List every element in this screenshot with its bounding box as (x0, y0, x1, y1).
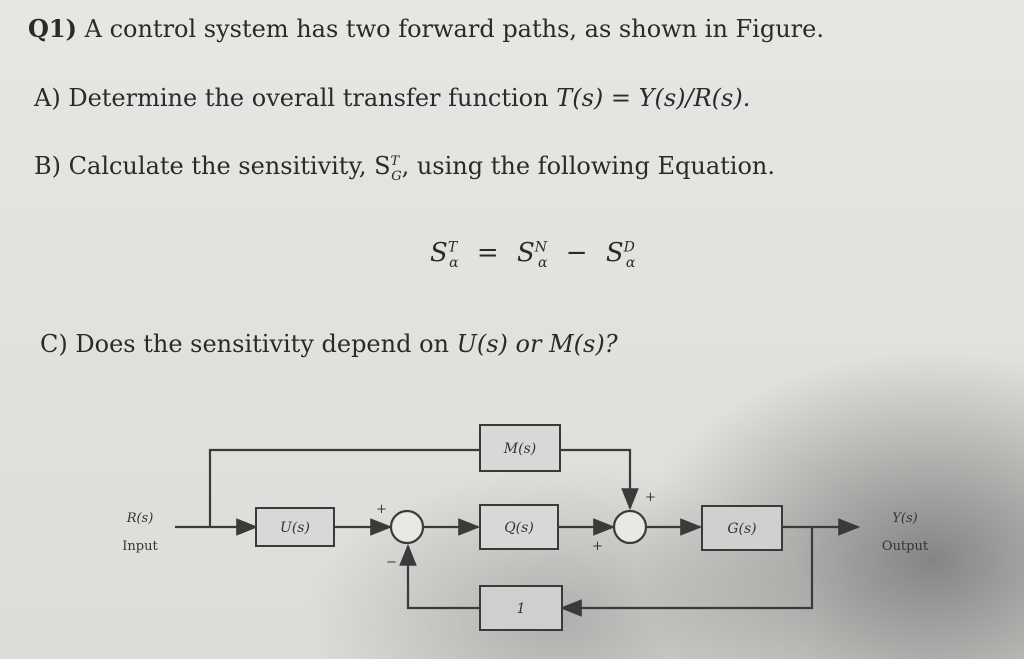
part-b-sub: G (391, 168, 402, 184)
wire-branch-to-m (208, 448, 480, 527)
part-c-label: C) (40, 330, 68, 358)
output-label: Output (882, 539, 929, 554)
output-symbol: Y(s) (892, 511, 917, 526)
eq-term1-sup: N (534, 239, 548, 256)
part-b-label: B) (34, 152, 61, 180)
eq-term2-sup: D (623, 239, 635, 256)
question-intro-line: Q1) A control system has two forward pat… (28, 14, 824, 43)
eq-term2: S (605, 238, 624, 268)
part-b-sup: T (390, 154, 400, 169)
part-c-line: C) Does the sensitivity depend on U(s) o… (40, 330, 618, 358)
question-label: Q1) (28, 14, 77, 43)
part-c-formula: U(s) or M(s)? (456, 330, 618, 358)
eq-equals: = (476, 238, 499, 268)
summing-junction-1 (389, 509, 425, 545)
input-symbol: R(s) (126, 511, 154, 526)
part-a-label: A) (34, 84, 61, 112)
part-b-text-after: , using the following Equation. (401, 152, 775, 180)
part-b-text-before: Calculate the sensitivity, S (68, 152, 391, 180)
block-u (255, 507, 335, 547)
sum2-top-sign: + (645, 490, 656, 505)
block-m-label: M(s) (503, 441, 536, 457)
sensitivity-equation: STα = SNα − SDα (430, 238, 635, 271)
block-q (479, 504, 559, 550)
eq-lhs-sub: α (449, 255, 459, 272)
eq-minus: − (565, 238, 588, 268)
block-q-label: Q(s) (504, 520, 534, 536)
block-m (479, 424, 561, 472)
sum2-bottom-sign: + (592, 539, 603, 554)
sum1-top-sign: + (376, 502, 387, 517)
part-c-text: Does the sensitivity depend on (75, 330, 457, 358)
wire-feedback-to-block (559, 527, 814, 617)
eq-lhs-sup: T (447, 239, 458, 256)
wire-m-to-sum2 (560, 448, 639, 511)
eq-term2-sub: α (625, 255, 636, 272)
eq-lhs: S (430, 238, 448, 268)
wire-feedback-to-sum1 (399, 543, 480, 610)
eq-term1: S (516, 238, 535, 268)
block-feedback-label: 1 (517, 601, 526, 617)
block-feedback (479, 585, 563, 631)
block-u-label: U(s) (280, 520, 310, 536)
block-g (701, 505, 783, 551)
question-intro: A control system has two forward paths, … (84, 15, 824, 43)
part-b-line: B) Calculate the sensitivity, STG, using… (34, 152, 775, 184)
part-a-formula: T(s) = Y(s)/R(s). (556, 84, 751, 112)
part-a-text: Determine the overall transfer function (68, 84, 557, 112)
part-a-line: A) Determine the overall transfer functi… (34, 84, 750, 112)
eq-term1-sub: α (538, 255, 548, 272)
input-label: Input (122, 539, 158, 554)
summing-junction-2 (612, 509, 648, 545)
sum1-bottom-sign: − (386, 555, 397, 570)
part-b-sensitivity-indices: TG (390, 152, 402, 184)
block-g-label: G(s) (727, 521, 756, 537)
